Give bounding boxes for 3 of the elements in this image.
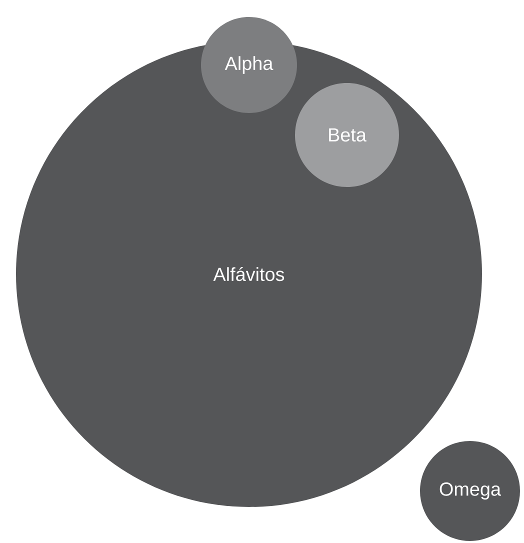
circle-node: Alpha: [201, 17, 297, 113]
circle-node: Omega: [420, 441, 520, 541]
circle-node: Beta: [295, 83, 399, 187]
